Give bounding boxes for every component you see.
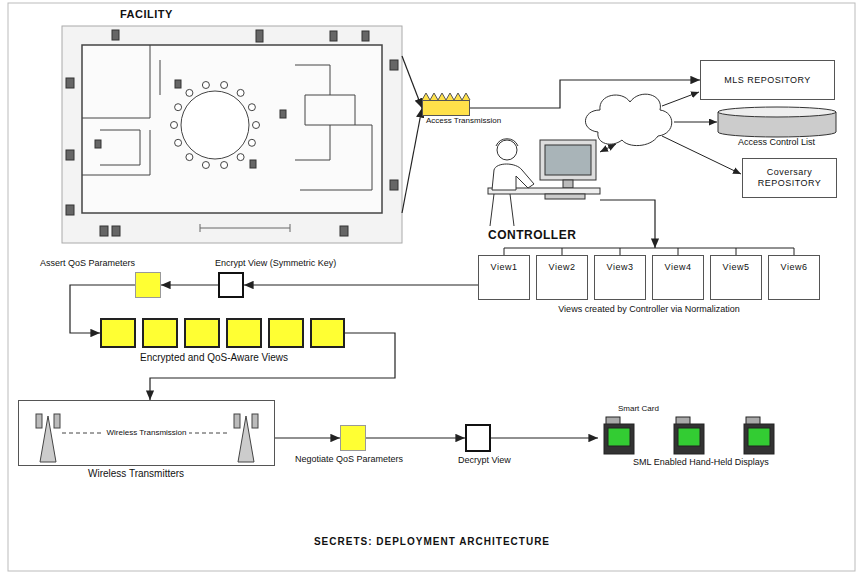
antenna-towers: [36, 414, 258, 462]
labelled-shape: Access Transmission: [420, 100, 501, 126]
label-text: Negotiate QoS Parameters: [295, 454, 403, 465]
view-box: View5: [710, 255, 762, 300]
node-shape: [480, 128, 600, 228]
labelled-shape: Decrypt View: [458, 424, 511, 466]
connector: [600, 200, 655, 248]
node-shape: [422, 100, 470, 116]
node-shape: [598, 417, 788, 455]
label-text: Encrypted and QoS-Aware Views: [140, 352, 288, 364]
facility-plan: FACILITY: [60, 8, 405, 245]
connector: [70, 285, 135, 333]
label-text: Decrypt View: [458, 455, 511, 466]
diagram-title: SECRETS: DEPLOYMENT ARCHITECTURE: [0, 536, 864, 548]
encrypted-view-squares: [101, 319, 344, 347]
node-shape: [465, 424, 491, 452]
handheld-displays: [604, 417, 774, 454]
connector: [491, 437, 598, 438]
label-text: Wireless Transmission: [104, 428, 188, 438]
transmitter-spikes: [422, 93, 470, 100]
cloud: [585, 94, 671, 145]
connector: [275, 437, 340, 438]
label-text: Assert QoS Parameters: [40, 258, 135, 269]
frame: [8, 3, 855, 571]
label-text: Smart Card: [618, 404, 659, 414]
facility-area: [62, 26, 402, 243]
repository-box: Coversary REPOSITORY: [742, 158, 837, 198]
label-text: MLS REPOSITORY: [724, 75, 811, 86]
connector: [366, 437, 465, 438]
connector: [402, 108, 422, 213]
view-box: View6: [768, 255, 820, 300]
labelled-shape: CONTROLLER: [480, 128, 600, 242]
transmitter-box: Wireless Transmission: [18, 400, 275, 466]
connector: [244, 284, 478, 285]
labelled-shape: Assert QoS Parameters: [40, 258, 161, 298]
controller-figure: [488, 139, 600, 226]
floor-plan: [62, 26, 402, 243]
group-caption: Views created by Controller via Normaliz…: [478, 304, 820, 315]
view-box: View2: [536, 255, 588, 300]
label-text: View5: [723, 262, 750, 273]
node-shape: [135, 272, 161, 298]
view-box: View1: [478, 255, 530, 300]
label-text: Access Transmission: [426, 116, 501, 126]
facility-label: FACILITY: [120, 8, 173, 21]
labelled-shape: Encrypt View (Symmetric Key): [215, 258, 336, 298]
label-text: Access Control List: [738, 137, 815, 148]
node-shape: [340, 425, 366, 451]
views-bus: [504, 248, 794, 255]
database-cylinder: [718, 107, 836, 137]
node-shape: [100, 318, 345, 348]
labelled-shape: Negotiate QoS Parameters: [295, 425, 403, 465]
label-text: View1: [491, 262, 518, 273]
view-box: View3: [594, 255, 646, 300]
labelled-shape: Access Control List: [718, 108, 836, 148]
label-text: View2: [549, 262, 576, 273]
connector: [150, 333, 395, 400]
views-group: Views created by Controller via Normaliz…: [478, 248, 820, 318]
label-text: CONTROLLER: [488, 228, 576, 242]
labelled-shape: Smart CardSML Enabled Hand-Held Displays: [598, 404, 788, 468]
label-text: Encrypt View (Symmetric Key): [215, 258, 336, 269]
connector: [402, 56, 422, 108]
labelled-shape: Encrypted and QoS-Aware Views: [100, 318, 345, 364]
label-text: Coversary REPOSITORY: [751, 167, 828, 189]
connector: [470, 80, 700, 108]
connector: [161, 284, 218, 285]
wireless-transmitters: Wireless TransmissionWireless Transmitte…: [18, 400, 275, 480]
label-text: View4: [665, 262, 692, 273]
repository-box: MLS REPOSITORY: [700, 60, 835, 100]
label-text: Wireless Transmitters: [88, 468, 184, 480]
label-text: View3: [607, 262, 634, 273]
label-text: SML Enabled Hand-Held Displays: [633, 457, 769, 468]
node-shape: [718, 108, 836, 136]
view-box: View4: [652, 255, 704, 300]
label-text: View6: [781, 262, 808, 273]
node-shape: [218, 272, 244, 298]
